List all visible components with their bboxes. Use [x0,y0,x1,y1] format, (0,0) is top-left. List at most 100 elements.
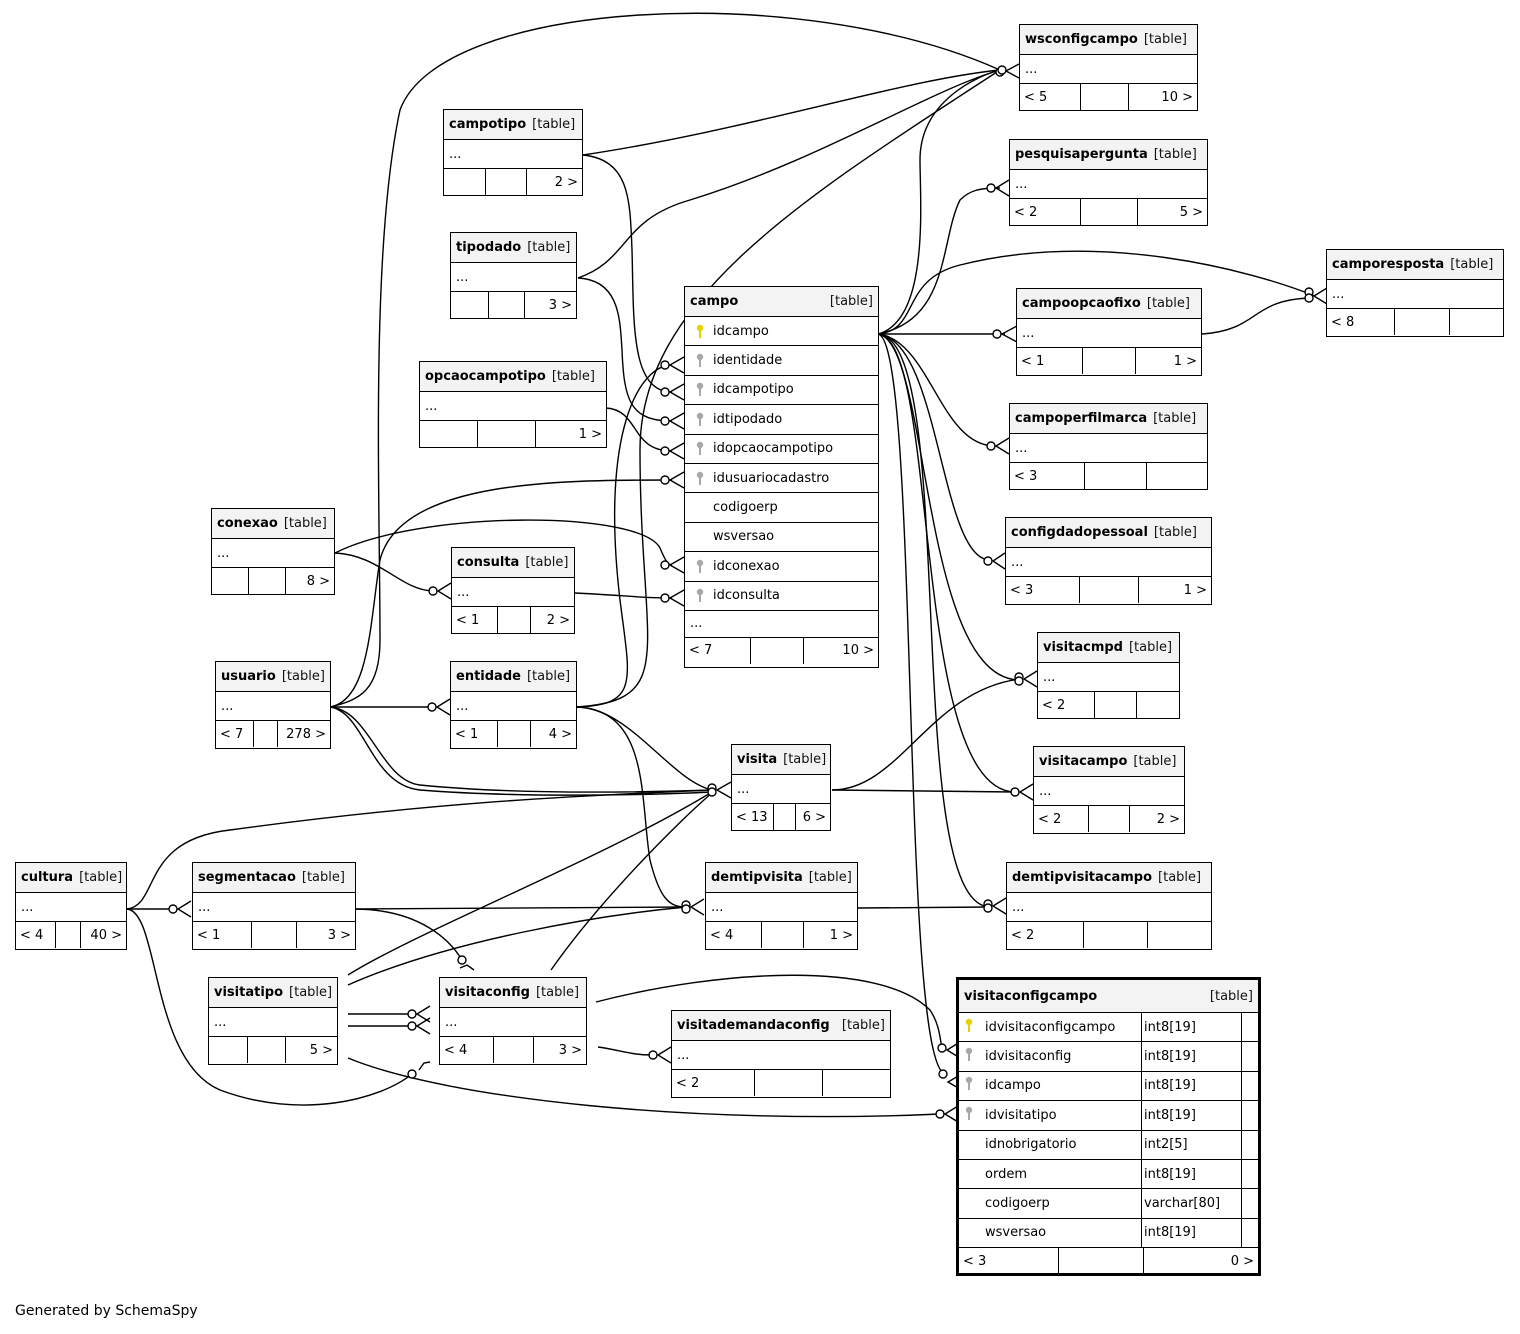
children-count[interactable]: 4 > [548,726,572,742]
children-count[interactable]: 10 > [1161,89,1193,105]
table-opcaocampotipo[interactable]: opcaocampotipo[table] ... 1 > [419,361,607,448]
parents-count[interactable]: < 2 [1034,806,1089,832]
children-count[interactable]: 5 > [309,1042,333,1058]
column-row[interactable]: wsversao [685,523,878,553]
column-row[interactable]: codigoerp [685,493,878,523]
table-campotipo[interactable]: campotipo[table] ... 2 > [443,109,583,196]
children-count[interactable] [823,1070,890,1096]
children-count[interactable]: 6 > [802,809,826,825]
parents-count[interactable] [444,169,486,195]
parents-count[interactable]: < 4 [706,922,762,948]
parents-count[interactable]: < 3 [1006,577,1080,603]
table-name: camporesposta [1332,257,1445,272]
parents-count[interactable]: < 4 [440,1037,494,1063]
column-row[interactable]: idcampo [685,317,878,347]
column-name-cell[interactable]: idvisitaconfigcampo [959,1013,1142,1043]
rows-cell [478,421,536,447]
edge-tipodado-campo [577,277,673,422]
children-count[interactable] [1450,309,1503,335]
column-row[interactable]: idtipodado [685,405,878,435]
column-row[interactable]: identidade [685,346,878,376]
parents-count[interactable]: < 4 [16,922,56,948]
parents-count[interactable] [420,421,478,447]
parents-count[interactable]: < 8 [1327,309,1395,335]
column-name-cell[interactable]: idvisitaconfig [959,1042,1142,1072]
column-name-cell[interactable]: ordem [959,1159,1142,1190]
table-visitaconfigcampo[interactable]: visitaconfigcampo[table] idvisitaconfigc… [956,977,1261,1276]
table-visitacmpd[interactable]: visitacmpd[table] ... < 2 [1037,632,1180,719]
children-count[interactable] [1148,922,1211,948]
column-row[interactable]: idconexao [685,552,878,582]
table-header: opcaocampotipo[table] [420,362,606,392]
column-name-cell[interactable]: idcampo [959,1071,1142,1102]
children-count[interactable]: 1 > [578,426,602,442]
column-name-cell[interactable]: idvisitatipo [959,1101,1142,1131]
parents-count[interactable]: < 1 [193,922,252,948]
parents-count[interactable]: < 13 [732,804,774,830]
table-camporesposta[interactable]: camporesposta[table] ... < 8 [1326,249,1504,337]
children-count[interactable]: 2 > [1156,811,1180,827]
children-count[interactable]: 8 > [306,573,330,589]
table-campoperfilmarca[interactable]: campoperfilmarca[table] ... < 3 [1009,403,1208,490]
children-count[interactable]: 1 > [1173,353,1197,369]
table-tipodado[interactable]: tipodado[table] ... 3 > [450,232,577,319]
parents-count[interactable]: < 1 [1017,348,1083,374]
parents-count[interactable] [212,568,249,594]
table-visitatipo[interactable]: visitatipo[table] ... 5 > [208,977,338,1065]
children-count[interactable]: 278 > [286,726,326,742]
children-count[interactable] [1147,463,1207,489]
column-row[interactable]: idopcaocampotipo [685,435,878,464]
children-count[interactable]: 1 > [829,927,853,943]
parents-count[interactable]: < 7 [685,637,751,664]
children-count[interactable]: 3 > [327,927,351,943]
parents-count[interactable]: < 2 [1007,922,1084,948]
children-count[interactable]: 2 > [554,174,578,190]
children-count[interactable]: 3 > [548,297,572,313]
parents-count[interactable]: < 1 [451,721,498,747]
table-visitademandaconfig[interactable]: visitademandaconfig[table] ... < 2 [671,1010,891,1098]
children-count[interactable] [1137,692,1179,718]
parents-count[interactable] [451,292,489,318]
column-name-cell[interactable]: wsversao [959,1218,1142,1249]
column-row[interactable]: idcampotipo [685,376,878,406]
children-count[interactable]: 1 > [1183,582,1207,598]
parents-count[interactable] [209,1037,248,1063]
columns-ellipsis: ... [216,692,330,721]
parents-count[interactable]: < 2 [1038,692,1095,718]
table-demtipvisitacampo[interactable]: demtipvisitacampo[table] ... < 2 [1006,862,1212,950]
column-row[interactable]: idconsulta [685,582,878,611]
parents-count[interactable]: < 5 [1020,84,1081,110]
column-name-cell[interactable]: idnobrigatorio [959,1130,1142,1160]
parents-count[interactable]: < 7 [216,721,254,747]
table-conexao[interactable]: conexao[table] ... 8 > [211,508,335,595]
table-name: pesquisapergunta [1015,147,1148,162]
children-count[interactable]: 5 > [1179,204,1203,220]
columns-ellipsis: ... [16,893,126,922]
column-name-cell[interactable]: codigoerp [959,1189,1142,1219]
column-row[interactable]: idusuariocadastro [685,464,878,494]
parents-count[interactable]: < 2 [1010,199,1081,225]
children-count[interactable]: 10 > [842,643,874,659]
children-count[interactable]: 40 > [90,927,122,943]
children-count[interactable]: 3 > [558,1042,582,1058]
children-count[interactable]: 2 > [546,612,570,628]
children-count[interactable]: 0 > [1230,1253,1254,1269]
parents-count[interactable]: < 3 [959,1248,1059,1275]
parents-count[interactable]: < 3 [1010,463,1085,489]
parents-count[interactable]: < 1 [452,607,498,633]
parents-count[interactable]: < 2 [672,1070,755,1096]
